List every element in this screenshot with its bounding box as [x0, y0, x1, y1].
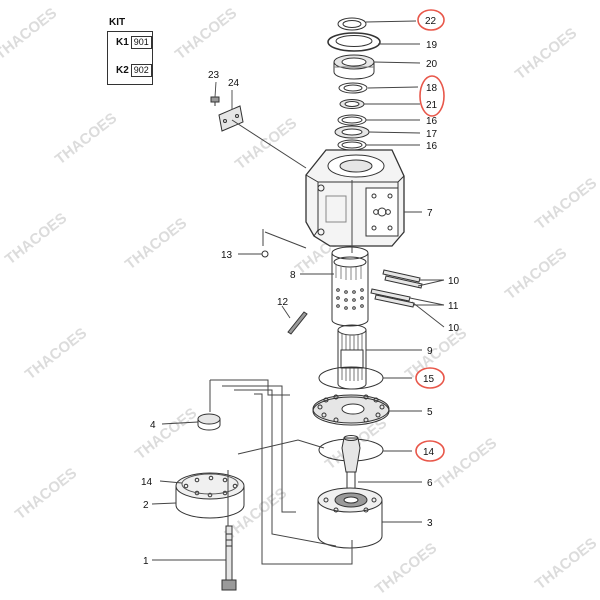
callout-24: 24: [228, 78, 240, 89]
callout-23: 23: [208, 70, 220, 81]
bearing-20: [333, 54, 375, 80]
watermark-text: THACOES: [0, 5, 60, 64]
callout-2: 2: [143, 500, 149, 511]
highlight-18-21: [419, 75, 445, 117]
callout-12: 12: [277, 297, 289, 308]
callout-14-right: 14: [423, 447, 435, 458]
callout-8: 8: [290, 270, 296, 281]
kit-code-k1: 901: [130, 36, 152, 49]
watermark-text: THACOES: [402, 325, 470, 384]
watermark-text: THACOES: [2, 210, 70, 269]
watermark-text: THACOES: [532, 175, 600, 234]
watermark-text: THACOES: [432, 435, 500, 494]
watermark-layer: THACOES THACOES THACOES THACOES THACOES …: [0, 5, 600, 599]
callout-15: 15: [423, 374, 435, 385]
callout-20: 20: [426, 59, 438, 70]
gerotor-3: [317, 487, 383, 549]
leader-lines: [151, 20, 445, 561]
thrust-bearing-17: [334, 125, 370, 139]
callout-18: 18: [426, 83, 438, 94]
watermark-text: THACOES: [172, 5, 240, 64]
watermark-text: THACOES: [512, 25, 580, 84]
callout-17: 17: [426, 129, 438, 140]
end-cap-2: [175, 472, 245, 519]
cap-4: [197, 413, 221, 431]
o-ring-15: [318, 366, 384, 390]
callout-13: 13: [221, 250, 233, 261]
watermark-text: THACOES: [52, 110, 120, 169]
bolt-1: [221, 525, 237, 591]
callout-14-left: 14: [141, 477, 153, 488]
valve-housing-7: [305, 149, 405, 247]
callout-3: 3: [427, 518, 433, 529]
kit-code-k2: 902: [130, 64, 152, 77]
watermark-text: THACOES: [12, 465, 80, 524]
sleeve-8: [331, 246, 369, 327]
callout-10-lower: 10: [448, 323, 460, 334]
kit-title: KIT: [109, 17, 126, 28]
spring-set-10-11: [370, 269, 423, 308]
callout-5: 5: [427, 407, 433, 418]
kit-label-k2: K2: [116, 65, 129, 76]
ring-18: [338, 82, 368, 94]
highlight-15: [415, 367, 445, 389]
watermark-text: THACOES: [532, 535, 600, 594]
name-plate-24: [218, 105, 244, 132]
watermark-text: THACOES: [122, 215, 190, 274]
o-ring-14-left: [181, 473, 239, 495]
callout-1: 1: [143, 556, 149, 567]
callout-22: 22: [425, 16, 437, 27]
assembly-guide-lines: [209, 119, 353, 565]
watermark-text: THACOES: [22, 325, 90, 384]
highlight-22: [417, 9, 445, 31]
distributor-plate-5: [312, 394, 390, 426]
callout-10-upper: 10: [448, 276, 460, 287]
callout-19: 19: [426, 40, 438, 51]
kit-label-k1: K1: [116, 37, 129, 48]
callout-21: 21: [426, 100, 438, 111]
drive-shaft-6: [341, 435, 361, 501]
watermark-text: THACOES: [232, 115, 300, 174]
watermark-text: THACOES: [502, 245, 570, 304]
spool-9: [337, 324, 367, 390]
highlight-marks: [415, 9, 445, 462]
ring-16-upper: [337, 114, 367, 126]
highlight-14: [415, 440, 445, 462]
seal-ring-22: [337, 17, 367, 31]
callout-9: 9: [427, 346, 433, 357]
ball-13: [261, 250, 269, 258]
callout-7: 7: [427, 208, 433, 219]
watermark-text: THACOES: [132, 405, 200, 464]
callout-16-lower: 16: [426, 141, 438, 152]
cross-pin-12: [287, 311, 308, 335]
callout-6: 6: [427, 478, 433, 489]
dust-seal-19: [327, 32, 381, 52]
callout-labels: 22 19 20 18 21 16 17 16 7 23 24 13 8 10 …: [141, 16, 460, 567]
callout-11: 11: [448, 301, 459, 312]
callout-4: 4: [150, 420, 156, 431]
ring-16-lower: [337, 139, 367, 151]
watermark-text: THACOES: [372, 540, 440, 599]
callout-16-upper: 16: [426, 116, 438, 127]
ring-21: [339, 99, 365, 109]
screw-23: [210, 96, 220, 106]
